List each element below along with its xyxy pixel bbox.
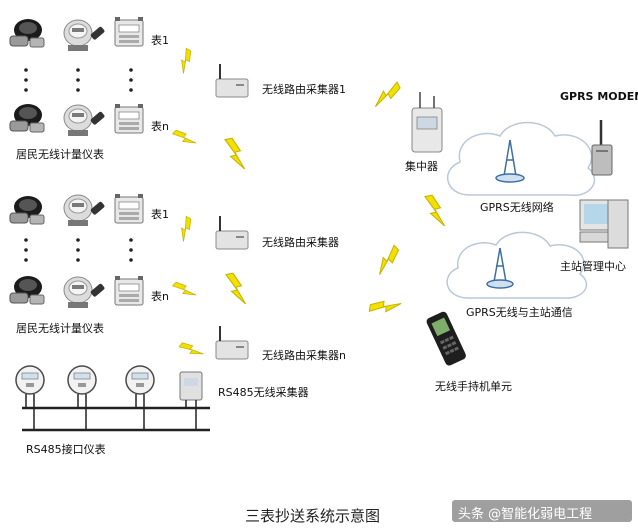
heat-meter-icon [63, 276, 106, 309]
cloud-icon [446, 231, 588, 299]
lightning-icon [369, 244, 405, 276]
meter-1-label: 表1 [151, 208, 169, 221]
router-icon [215, 325, 249, 360]
gas-meter-icon [114, 275, 144, 306]
concentrator-label: 集中器 [405, 160, 438, 173]
water-meter-icon [9, 275, 45, 305]
computer-icon [579, 199, 629, 249]
meter-1-label: 表1 [151, 34, 169, 47]
group-mid-label: 居民无线计量仪表 [16, 322, 104, 335]
router-icon [215, 63, 249, 98]
lightning-icon [370, 81, 404, 108]
cloud-icon [446, 121, 596, 196]
gprs-main-label: GPRS无线与主站通信 [466, 306, 573, 319]
watermark: 头条 @智能化弱电工程 [458, 507, 593, 522]
lightning-icon [178, 336, 204, 364]
lightning-icon [171, 276, 197, 304]
electric-meter-icon [125, 365, 155, 395]
heat-meter-icon [63, 19, 106, 52]
vertical-dots [24, 238, 133, 262]
concentrator-icon [411, 92, 443, 153]
gas-meter-icon [114, 16, 144, 47]
router-1-label: 无线路由采集器1 [262, 83, 346, 96]
phone-icon [426, 311, 466, 366]
electric-meter-icon [67, 365, 97, 395]
lightning-icon [172, 47, 199, 74]
gas-meter-icon [114, 103, 144, 134]
rs485-meters-label: RS485接口仪表 [26, 443, 106, 456]
watermark-background [452, 500, 632, 522]
electric-meter-icon [15, 365, 45, 395]
lightning-icon [224, 137, 246, 170]
heat-meter-icon [63, 104, 106, 137]
heat-meter-icon [63, 194, 106, 227]
water-meter-icon [9, 18, 45, 48]
lightning-icon [172, 215, 199, 242]
router-icon [215, 215, 249, 250]
rs485-collector-label: RS485无线采集器 [218, 386, 309, 399]
lightning-icon [367, 293, 402, 322]
tower-icon [495, 139, 525, 183]
meter-n-label: 表n [151, 120, 169, 133]
modem-icon [591, 120, 613, 176]
rs485-bus [22, 394, 210, 432]
meter-n-label: 表n [151, 290, 169, 303]
rs485-collector-icon [179, 371, 203, 401]
gprs-modem-label: GPRS MODEM [560, 90, 638, 103]
gprs-network-label: GPRS无线网络 [480, 201, 554, 214]
water-meter-icon [9, 103, 45, 133]
router-n-label: 无线路由采集器n [262, 349, 346, 362]
lightning-icon [171, 124, 197, 152]
vertical-dots [24, 68, 133, 92]
router-2-label: 无线路由采集器 [262, 236, 339, 249]
group-top-label: 居民无线计量仪表 [16, 148, 104, 161]
page-title: 三表抄送系统示意图 [245, 507, 381, 525]
gas-meter-icon [114, 193, 144, 224]
tower-icon [486, 247, 514, 289]
lightning-icon [424, 194, 446, 227]
master-station-label: 主站管理中心 [560, 260, 626, 273]
lightning-icon [225, 272, 247, 305]
water-meter-icon [9, 195, 45, 225]
handheld-label: 无线手持机单元 [435, 380, 512, 393]
